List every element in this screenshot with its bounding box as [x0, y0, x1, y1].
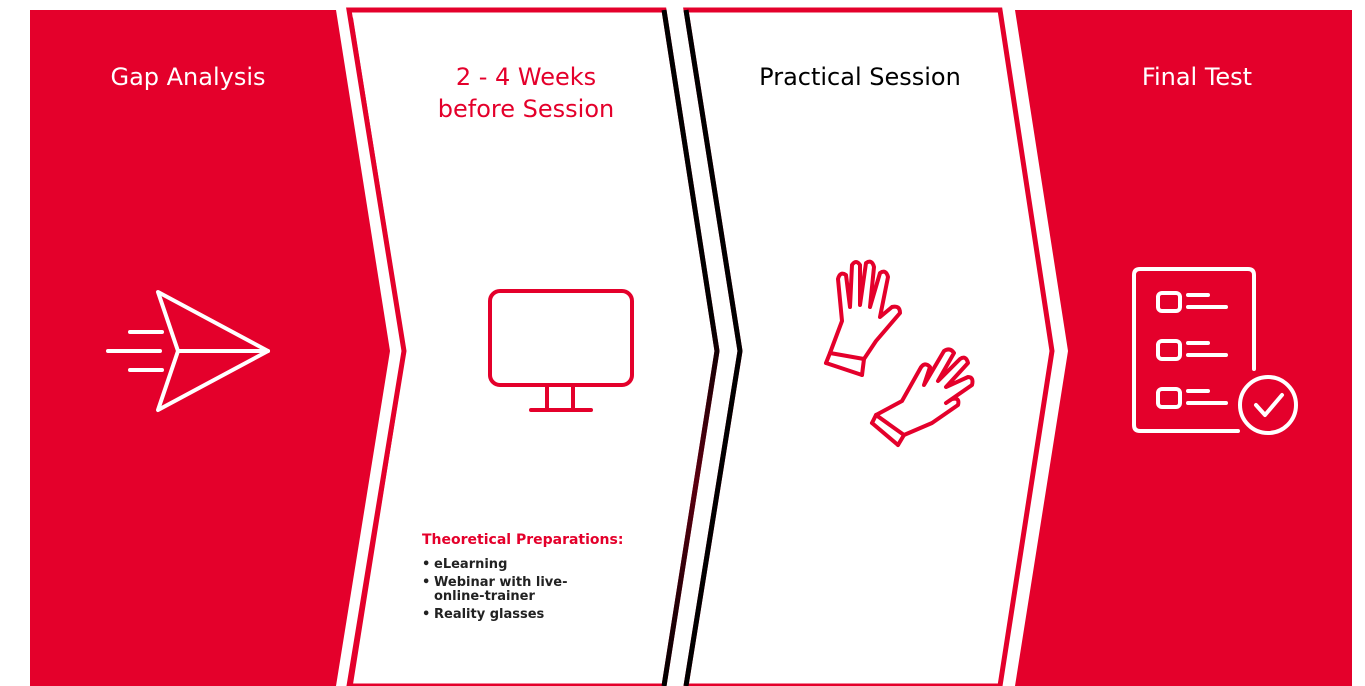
step-4-title: Final Test — [1141, 63, 1253, 91]
step-3-title: Practical Session — [759, 63, 961, 91]
list-item: •eLearning — [422, 557, 508, 572]
preparations-list: •eLearning •Webinar with live-online-tra… — [422, 558, 662, 622]
monitor-icon — [488, 289, 634, 412]
preparations-heading: Theoretical Preparations: — [422, 532, 624, 548]
preparations-panel: Theoretical Preparations: •eLearning •We… — [422, 532, 662, 626]
step-1-title: Gap Analysis — [110, 63, 266, 91]
checklist-icon — [1132, 267, 1298, 435]
list-item: •Webinar with live-online-trainer — [422, 575, 568, 604]
step-2-title: 2 - 4 Weeks before Session — [437, 63, 615, 123]
step-4-segment — [1015, 10, 1352, 686]
gloves-icon — [824, 259, 975, 447]
list-item: •Reality glasses — [422, 607, 545, 622]
paper-plane-icon — [106, 290, 270, 412]
step-1-segment — [30, 10, 390, 686]
